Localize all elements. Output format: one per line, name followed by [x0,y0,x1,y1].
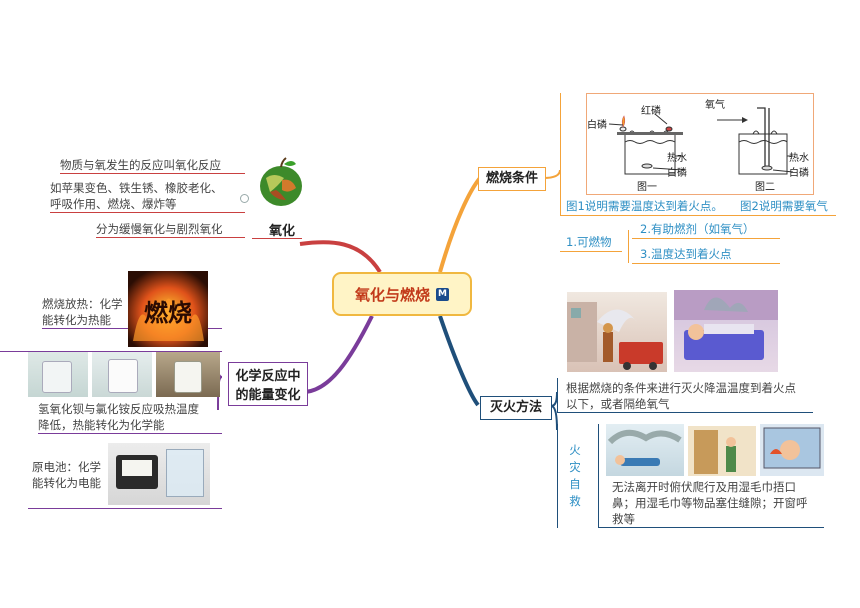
condition-3: 3.温度达到着火点 [640,247,732,261]
fire-method-line2: 以下，或者隔绝氧气 [566,397,670,411]
combustion-notes-bracket [560,93,561,216]
battery-underline [28,508,222,509]
battery-photo [108,443,210,505]
rescue-image-door [688,426,756,476]
central-topic[interactable]: 氧化与燃烧 M [332,272,472,316]
rescue-line2: 鼻；用湿毛巾等物品塞住缝隙；开窗呼 [612,496,808,510]
self-rescue-bracket [557,424,558,528]
fig2-label-water: 热水 [789,153,809,164]
self-rescue-label: 火 灾 自 救 [569,443,581,508]
fire-title: 灭火方法 [489,400,542,415]
fig2-caption: 图二 [755,182,775,193]
combustion-experiment-diagram: 白磷 红磷 热水 白磷 图一 氧气 热水 白磷 图二 [586,93,814,195]
oxidation-item-1: 物质与氧发生的反应叫氧化反应 [60,157,245,174]
fire-method-bracket [557,378,558,413]
condition-3-underline [632,263,780,264]
apple-icon [260,157,302,206]
fig1-caption: 图一 [637,182,657,193]
rescue-underline [598,527,824,528]
combustion-notes-underline [560,215,836,216]
fig2-label-white: 白磷 [789,168,809,179]
rescue-image-window [760,424,824,476]
combustion-title: 燃烧条件 [485,171,538,186]
energy-title-line2: 的能量变化 [235,388,301,403]
central-title: 氧化与燃烧 [354,285,430,304]
absorb-heat-line2: 降低，热能转化为化学能 [38,417,222,434]
combustion-note-2: 图2说明需要氧气 [740,199,828,213]
collapse-toggle[interactable] [240,194,249,203]
condition-2-underline [632,238,780,239]
battery-line1: 原电池：化学 [32,460,101,474]
fire-method-underline [557,412,813,413]
fire-title-node[interactable]: 灭火方法 [480,396,552,420]
fig1-label-water: 热水 [667,153,687,164]
kitchen-fire-image [674,290,778,372]
energy-title-node[interactable]: 化学反应中 的能量变化 [228,362,308,406]
energy-title-line1: 化学反应中 [235,369,301,384]
photo-beaker-1 [28,351,88,397]
photo-beaker-2 [92,351,152,397]
photo-beaker-3 [156,351,220,397]
condition-1-underline [560,251,622,252]
burn-heat-line1: 燃烧放热：化学 [42,297,123,311]
oxidation-title[interactable]: 氧化 [268,224,295,239]
condition-1: 1.可燃物 [566,235,612,249]
rescue-images [606,424,824,476]
map-marker-icon: M [436,287,449,301]
firefighter-image [567,292,667,372]
absorb-heat-line1: 氢氧化钡与氯化铵反应吸热温度 [38,402,199,416]
combustion-note-1: 图1说明需要温度达到着火点。 [566,199,723,213]
combustion-title-node[interactable]: 燃烧条件 [478,167,546,191]
photos-box-border [0,351,222,352]
fire-word-image: 燃烧 [128,271,208,347]
fire-word-text: 燃烧 [144,298,192,327]
battery-line2: 能转化为电能 [32,476,101,490]
rescue-line1: 无法离开时俯伏爬行及用湿毛巾捂口 [612,480,796,494]
rescue-image-crawl [606,424,684,476]
condition-2: 2.有助燃剂（如氧气） [640,222,755,236]
oxidation-underline [252,238,302,239]
fig1-label-white: 白磷 [587,120,607,131]
condition-bracket [628,230,629,263]
experiment-photos-box [28,351,220,397]
self-rescue-inner-bracket [598,424,599,528]
fig1-label-red: 红磷 [641,106,661,117]
fig1-label-white2: 白磷 [667,168,687,179]
rescue-line3: 救等 [612,512,635,526]
fig2-label-o2: 氧气 [705,100,725,111]
oxidation-item-4: 分为缓慢氧化与剧烈氧化 [96,221,245,238]
fire-method-line1: 根据燃烧的条件来进行灭火降温温度到着火点 [566,381,796,395]
oxidation-item-2: 如苹果变色、铁生锈、橡胶老化、 [50,181,223,195]
oxidation-item-3: 呼吸作用、燃烧、爆炸等 [50,196,245,213]
